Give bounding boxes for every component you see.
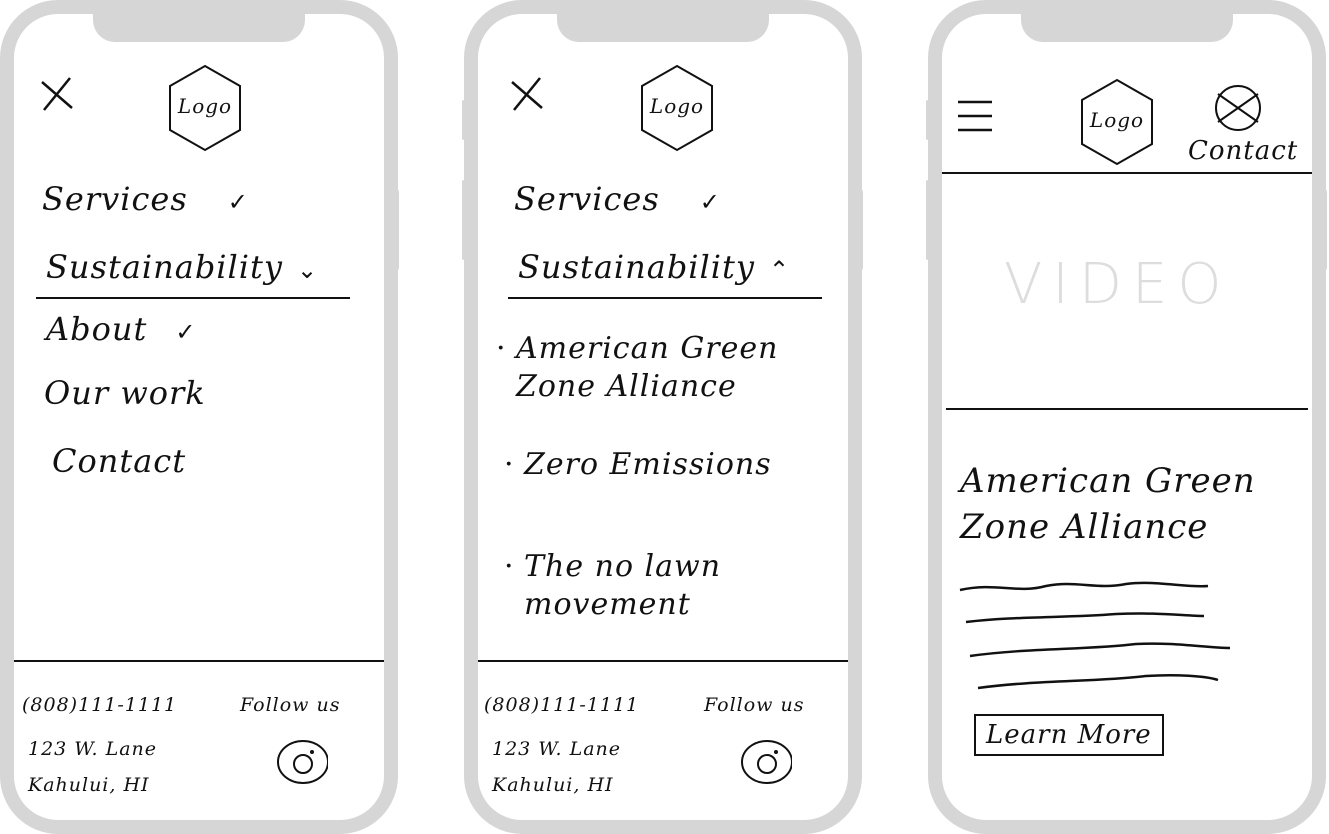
submenu-item-zero-emissions[interactable]: Zero Emissions <box>504 446 824 484</box>
phone-side-button <box>0 100 5 140</box>
menu-label: Services <box>514 180 660 218</box>
menu-label: Services <box>42 180 188 218</box>
phone-notch <box>93 14 305 42</box>
footer-address-line2: Kahului, HI <box>28 774 150 796</box>
footer-phone[interactable]: (808)111-1111 <box>484 694 640 716</box>
learn-more-button[interactable]: Learn More <box>974 714 1164 756</box>
menu-label: Contact <box>52 442 187 480</box>
phone-side-button <box>462 100 467 140</box>
submenu-item-green-zone[interactable]: American Green Zone Alliance <box>496 330 806 406</box>
phone-notch <box>557 14 769 42</box>
menu-label: Sustainability <box>518 248 755 286</box>
submenu-item-no-lawn[interactable]: The no lawn movement <box>504 548 764 624</box>
contact-button[interactable]: Contact <box>1186 82 1298 172</box>
menu-item-sustainability[interactable]: Sustainability ⌄ <box>46 248 318 286</box>
menu-item-our-work[interactable]: Our work <box>44 374 206 412</box>
phone-side-button <box>926 100 931 140</box>
footer-address-line1: 123 W. Lane <box>28 738 158 760</box>
instagram-icon[interactable] <box>276 738 328 784</box>
chevron-down-icon: ✓ <box>699 187 721 216</box>
video-divider <box>946 408 1308 410</box>
body-text-placeholder <box>959 581 1231 690</box>
chevron-up-icon: ⌃ <box>768 255 791 284</box>
chevron-down-icon: ✓ <box>175 317 197 346</box>
chevron-down-icon: ⌄ <box>296 255 319 284</box>
logo[interactable]: Logo <box>640 64 714 152</box>
logo-label: Logo <box>177 94 233 118</box>
section-heading: American Green Zone Alliance <box>960 461 1256 547</box>
menu-divider <box>36 297 350 299</box>
phone-mockup-menu-expanded: Logo Services ✓ Sustainability ⌃ American … <box>464 0 862 834</box>
footer-divider <box>14 660 384 662</box>
contact-label: Contact <box>1188 136 1299 166</box>
phone-mockup-landing: Logo Contact VIDEO American Green Zone A… <box>928 0 1326 834</box>
menu-item-about[interactable]: About ✓ <box>46 310 196 348</box>
instagram-icon[interactable] <box>740 738 792 784</box>
logo-label: Logo <box>1089 108 1145 132</box>
footer-phone[interactable]: (808)111-1111 <box>22 694 178 716</box>
menu-label: About <box>46 310 148 348</box>
menu-item-services[interactable]: Services ✓ <box>42 180 249 218</box>
phone-notch <box>1021 14 1233 42</box>
menu-item-sustainability[interactable]: Sustainability ⌃ <box>518 248 790 286</box>
close-icon[interactable] <box>38 74 78 114</box>
menu-label: Our work <box>44 374 206 412</box>
follow-us-label: Follow us <box>704 694 805 716</box>
phone-mockup-menu-collapsed: Logo Services ✓ Sustainability ⌄ About ✓ Ou… <box>0 0 398 834</box>
logo[interactable]: Logo <box>168 64 242 152</box>
video-label: VIDEO <box>1004 252 1232 317</box>
phone-side-button <box>394 190 399 270</box>
footer-address-line1: 123 W. Lane <box>492 738 622 760</box>
menu-divider <box>508 297 822 299</box>
header-divider <box>942 172 1312 174</box>
follow-us-label: Follow us <box>240 694 341 716</box>
menu-item-contact[interactable]: Contact <box>52 442 186 480</box>
menu-label: Sustainability <box>46 248 283 286</box>
chevron-down-icon: ✓ <box>227 187 249 216</box>
logo[interactable]: Logo <box>1080 78 1154 166</box>
phone-side-button <box>926 180 931 260</box>
phone-side-button <box>462 180 467 260</box>
logo-label: Logo <box>649 94 705 118</box>
menu-item-services[interactable]: Services ✓ <box>514 180 721 218</box>
footer-address-line2: Kahului, HI <box>492 774 614 796</box>
phone-side-button <box>0 180 5 260</box>
phone-side-button <box>1322 190 1327 270</box>
close-icon[interactable] <box>508 74 548 114</box>
video-placeholder[interactable]: VIDEO <box>946 174 1312 408</box>
globe-icon <box>1215 85 1261 131</box>
phone-side-button <box>858 190 863 270</box>
footer-divider <box>478 660 848 662</box>
hamburger-menu-icon[interactable] <box>956 96 996 136</box>
